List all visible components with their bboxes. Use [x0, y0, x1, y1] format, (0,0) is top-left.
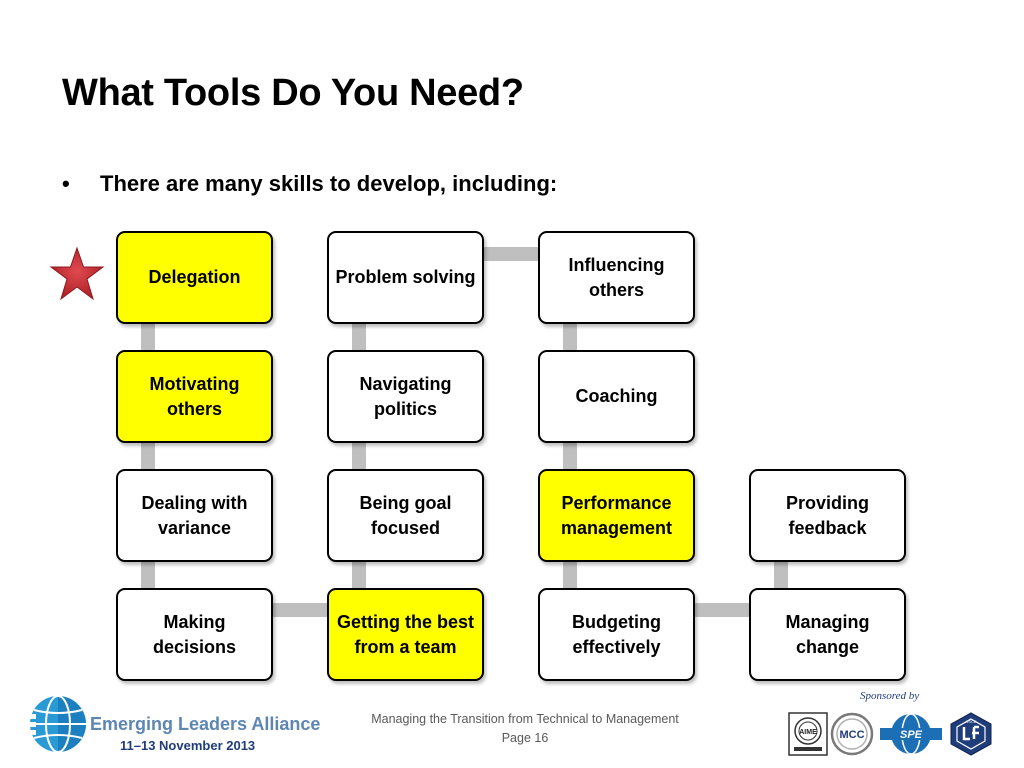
mcc-logo-text: MCC — [839, 729, 864, 741]
skill-navigating-politics: Navigating politics — [327, 350, 484, 443]
skill-budgeting-effectively: Budgeting effectively — [538, 588, 695, 681]
aime-logo: AIME — [788, 712, 828, 756]
skill-motivating-others: Motivating others — [116, 350, 273, 443]
star-icon — [49, 246, 105, 301]
skill-providing-feedback: Providing feedback — [749, 469, 906, 562]
globe-icon — [24, 695, 86, 753]
skill-delegation: Delegation — [116, 231, 273, 324]
skill-coaching: Coaching — [538, 350, 695, 443]
skill-influencing-others: Influencing others — [538, 231, 695, 324]
skill-being-goal-focused: Being goal focused — [327, 469, 484, 562]
footer-center: Managing the Transition from Technical t… — [320, 710, 730, 748]
spe-logo-text: SPE — [900, 729, 923, 741]
bullet-symbol: • — [62, 171, 70, 196]
spe-logo: SPE — [880, 713, 942, 755]
connector-col3-col4 — [692, 603, 754, 617]
bullet-text: There are many skills to develop, includ… — [100, 171, 558, 196]
presentation-title: Managing the Transition from Technical t… — [371, 712, 679, 726]
skill-performance-management: Performance management — [538, 469, 695, 562]
event-dates: 11–13 November 2013 — [120, 738, 256, 753]
skill-getting-best-from-team: Getting the best from a team — [327, 588, 484, 681]
asce-logo: ASCE — [950, 712, 992, 756]
skill-managing-change: Managing change — [749, 588, 906, 681]
organization-name: Emerging Leaders Alliance — [90, 714, 321, 734]
aime-logo-text: AIME — [799, 729, 817, 736]
page-number: Page 16 — [501, 731, 549, 745]
slide-title: What Tools Do You Need? — [62, 72, 524, 114]
skill-problem-solving: Problem solving — [327, 231, 484, 324]
sponsored-by-label: Sponsored by — [860, 690, 920, 702]
connector-col4-vertical — [774, 558, 788, 592]
connector-col2-col3 — [481, 247, 543, 261]
skill-making-decisions: Making decisions — [116, 588, 273, 681]
bullet-point: • There are many skills to develop, inclu… — [62, 171, 557, 197]
asce-logo-text: ASCE — [966, 719, 977, 724]
connector-col1-col2 — [270, 603, 332, 617]
mcc-logo: MCC — [830, 712, 874, 756]
skill-dealing-with-variance: Dealing with variance — [116, 469, 273, 562]
